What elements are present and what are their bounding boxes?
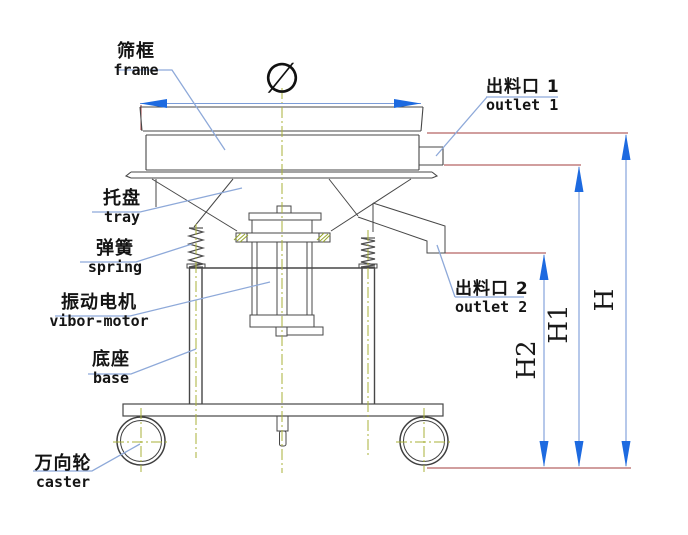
label-base-en: base <box>92 368 130 387</box>
leader-lines <box>33 69 558 472</box>
h-arrow-bottom <box>621 441 631 467</box>
outlet1-leader <box>435 96 558 157</box>
label-outlet-2-en: outlet 2 <box>455 297 528 316</box>
diameter-arrow-right <box>394 99 421 108</box>
h2-arrow-bottom <box>539 441 549 467</box>
label-tray-zh: 托盘 <box>103 188 141 209</box>
h1-arrow-bottom <box>574 441 584 467</box>
centerlines <box>113 88 453 473</box>
h-arrow-top <box>621 134 631 160</box>
diameter-symbol: ∅ <box>263 53 301 103</box>
caster-leader <box>33 443 141 472</box>
hatch-marks <box>233 232 331 243</box>
label-caster-zh: 万向轮 <box>34 453 92 474</box>
dimension-arrows <box>140 99 631 467</box>
label-spring-en: spring <box>87 257 143 276</box>
label-caster-en: caster <box>35 472 91 491</box>
spring-leader <box>80 243 193 263</box>
label-frame-en: frame <box>113 60 159 79</box>
label-tray: 托盘 tray <box>90 189 154 225</box>
label-vibro-motor-en: vibor-motor <box>49 311 149 330</box>
label-outlet-1-en: outlet 1 <box>486 95 559 114</box>
diameter-arrow-left <box>140 99 167 108</box>
base-leader <box>88 348 197 375</box>
outlet-1-spout <box>419 146 444 166</box>
label-vibro-motor-zh: 振动电机 <box>61 292 137 313</box>
label-outlet-1: 出料口 1 outlet 1 <box>486 78 560 113</box>
dim-label-h1: H1 <box>544 304 574 344</box>
label-base: 底座 base <box>86 350 136 386</box>
base-plate <box>122 403 444 447</box>
red-extension-lines <box>140 105 631 469</box>
label-vibro-motor: 振动电机 vibor-motor <box>44 293 154 329</box>
tray-leader <box>92 187 243 213</box>
dimension-lines <box>140 102 627 466</box>
label-outlet-2-zh: 出料口 2 <box>455 279 529 299</box>
outlet2-leader <box>436 244 524 298</box>
dim-label-h: H <box>590 288 620 312</box>
vibration-motor <box>235 205 331 337</box>
h2-arrow-top <box>539 254 549 280</box>
label-caster: 万向轮 caster <box>26 454 100 490</box>
motor-leader <box>55 281 271 317</box>
label-base-zh: 底座 <box>92 349 130 370</box>
label-frame-zh: 筛框 <box>117 41 155 62</box>
label-spring-zh: 弹簧 <box>96 238 134 259</box>
label-tray-en: tray <box>103 207 141 226</box>
tray-funnel <box>151 178 412 232</box>
label-outlet-1-zh: 出料口 1 <box>486 77 560 97</box>
label-outlet-2: 出料口 2 outlet 2 <box>455 280 529 315</box>
frame-leader <box>118 69 226 151</box>
label-spring: 弹簧 spring <box>80 239 150 275</box>
outlet-2-chute <box>357 202 446 254</box>
h1-arrow-top <box>574 166 584 192</box>
label-frame: 筛框 frame <box>100 42 172 78</box>
dim-label-h2: H2 <box>512 340 542 380</box>
